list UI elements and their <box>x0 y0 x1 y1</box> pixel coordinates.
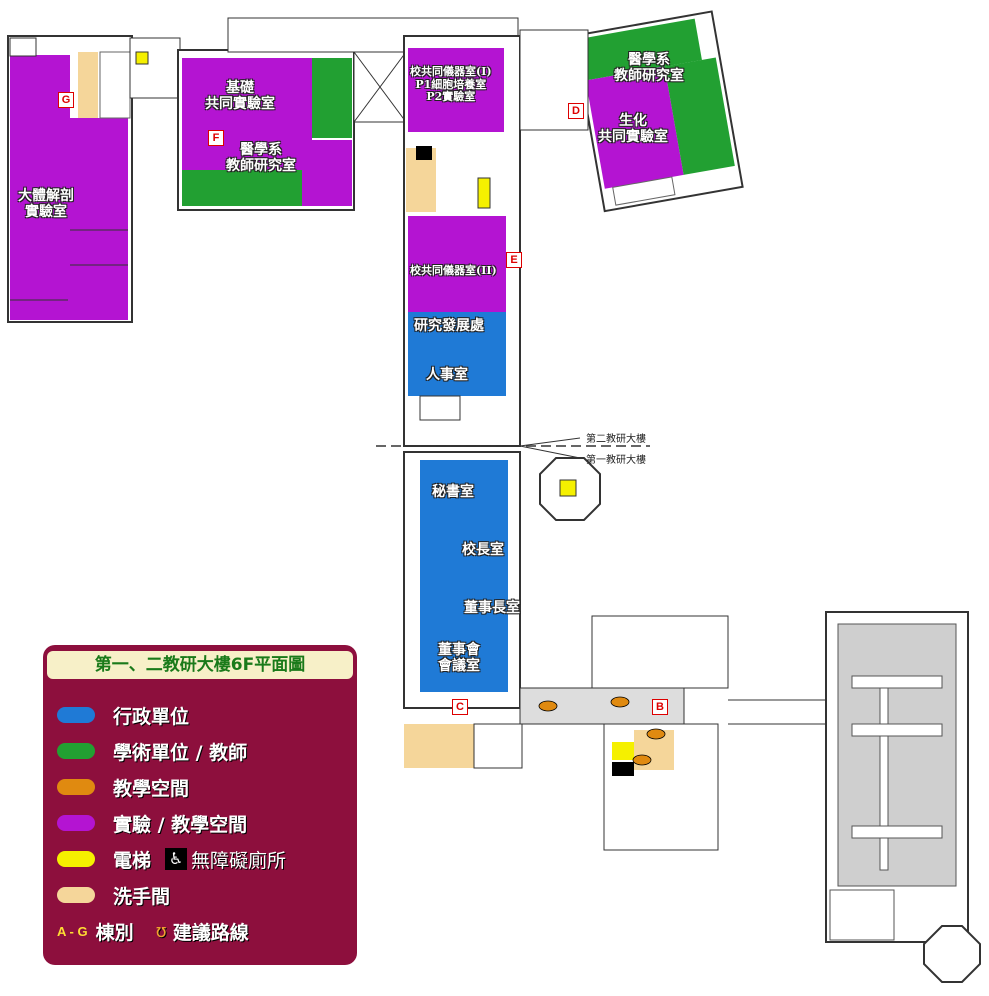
legend-label-elevator: 電梯 <box>113 849 152 872</box>
legend-swatch-restroom <box>57 887 95 903</box>
legend-label-restroom: 洗手間 <box>113 885 171 908</box>
room-president: 校長室 <box>462 542 504 558</box>
basic-lab-block <box>177 49 355 211</box>
label-second-building: 第二教研大樓 <box>586 434 646 445</box>
room-basic-common-lab: 基礎 共同實驗室 <box>205 80 275 113</box>
legend-swatch-admin <box>57 707 95 723</box>
legend-label-accessible-restroom: 無障礙廁所 <box>191 849 287 872</box>
legend-label-academic: 學術單位 / 教師 <box>113 741 248 764</box>
room-chairman: 董事長室 <box>464 600 520 616</box>
room-medical-faculty-office-east: 醫學系 教師研究室 <box>614 52 684 85</box>
building-tag-f: F <box>208 130 224 146</box>
legend-swatch-elevator <box>57 851 95 867</box>
legend-building-range: A - G <box>57 923 88 939</box>
legend-label-lab: 實驗 / 教學空間 <box>113 813 248 836</box>
room-board-meeting: 董事會 會議室 <box>438 642 480 675</box>
right-wing <box>572 10 744 213</box>
footprints-icon: ʊ <box>155 920 167 942</box>
building-tag-c: C <box>452 699 468 715</box>
building-tag-g: G <box>58 92 74 108</box>
room-biochem-lab: 生化 共同實驗室 <box>598 113 668 146</box>
lower-admin-block <box>403 451 523 769</box>
legend-label-teaching: 教學空間 <box>113 777 190 800</box>
room-anatomy-lab: 大體解剖 實驗室 <box>18 188 74 221</box>
east-octagon-tower <box>923 925 981 983</box>
building-tag-e: E <box>506 252 522 268</box>
legend-label-building: 棟別 <box>95 921 134 944</box>
legend-swatch-academic <box>57 743 95 759</box>
legend-label-route: 建議路線 <box>172 921 249 944</box>
east-block <box>825 611 969 943</box>
legend-item-elevator: 電梯 ♿ 無障礙廁所 <box>57 845 286 873</box>
room-research-development: 研究發展處 <box>414 318 484 334</box>
legend-swatch-teaching <box>57 779 95 795</box>
room-personnel: 人事室 <box>426 367 468 383</box>
legend-panel: 第一、二教研大樓6F平面圖 行政單位 學術單位 / 教師 教學空間 實驗 / 教… <box>43 645 357 965</box>
legend-label-admin: 行政單位 <box>113 705 190 728</box>
legend-title: 第一、二教研大樓6F平面圖 <box>47 651 353 679</box>
label-first-building: 第一教研大樓 <box>586 455 646 466</box>
left-wing <box>7 35 133 323</box>
building-tag-d: D <box>568 103 584 119</box>
legend-item-academic: 學術單位 / 教師 <box>57 737 247 765</box>
room-instrument-2: 校共同儀器室(II) <box>410 264 497 277</box>
legend-item-building: A - G 棟別 ʊ 建議路線 <box>57 917 249 945</box>
wheelchair-icon: ♿ <box>165 848 188 870</box>
legend-item-restroom: 洗手間 <box>57 881 170 909</box>
legend-swatch-lab <box>57 815 95 831</box>
room-secretariat: 秘書室 <box>432 484 474 500</box>
middle-column <box>403 35 521 447</box>
room-instrument-1: 校共同儀器室(I) P1細胞培養室 P2實驗室 <box>410 65 492 104</box>
legend-item-admin: 行政單位 <box>57 701 189 729</box>
room-medical-faculty-office: 醫學系 教師研究室 <box>226 142 296 175</box>
building-tag-b: B <box>652 699 668 715</box>
route-footprints <box>538 696 666 766</box>
legend-item-teaching: 教學空間 <box>57 773 189 801</box>
legend-item-lab: 實驗 / 教學空間 <box>57 809 247 837</box>
